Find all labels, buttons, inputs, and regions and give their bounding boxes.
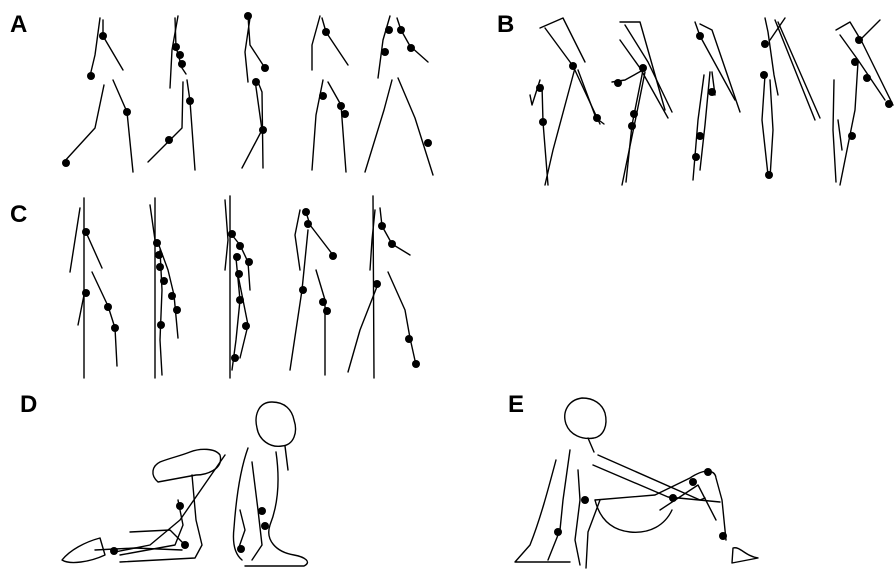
panel-label-d: D	[20, 391, 37, 418]
panel-e-head	[565, 398, 606, 438]
panel-label-e: E	[508, 391, 524, 418]
panel-d-head	[256, 402, 295, 446]
panel-e-figure	[515, 398, 758, 568]
panel-b-figure-4	[760, 18, 820, 179]
panel-a-figure-4	[312, 16, 349, 172]
panel-a-figure-1	[62, 18, 133, 172]
panel-b-figure-5	[833, 20, 893, 185]
panel-c-figure-4	[290, 208, 337, 375]
panel-d-figure	[62, 402, 307, 566]
panel-c-figure-2	[150, 198, 181, 378]
panel-b-figure-3	[692, 22, 740, 180]
panel-a-figure-3	[242, 12, 269, 168]
panel-label-a: A	[10, 11, 27, 38]
panel-label-c: C	[10, 201, 27, 228]
panel-b-figure-1	[530, 18, 604, 185]
panel-c-figure-5	[348, 196, 420, 378]
panel-c-figure-3	[225, 196, 253, 378]
panel-a-stick-figures	[62, 12, 433, 175]
panel-c-stick-figures	[70, 196, 420, 378]
panel-a-figure-2	[148, 16, 195, 170]
panel-a-figure-5	[365, 16, 433, 175]
panel-label-b: B	[497, 11, 514, 38]
panel-b-stick-figures	[530, 18, 893, 185]
panel-c-figure-1	[70, 198, 119, 378]
panel-b-figure-2	[612, 22, 672, 185]
